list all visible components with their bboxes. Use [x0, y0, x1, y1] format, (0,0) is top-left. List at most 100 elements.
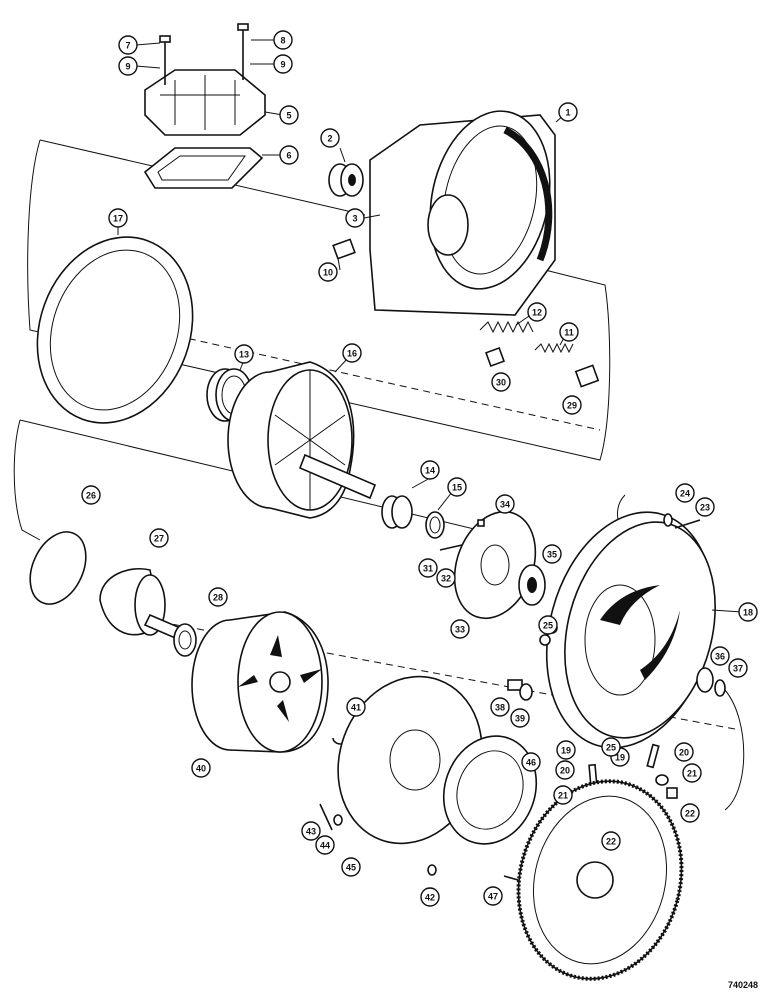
callout-42: 42 [420, 887, 440, 907]
washer-24 [663, 513, 673, 527]
gasket-17 [36, 236, 194, 424]
callout-label: 40 [196, 764, 206, 774]
callout-label: 28 [213, 593, 223, 603]
callout-17: 17 [108, 208, 128, 228]
callout-label: 35 [547, 550, 557, 560]
callout-label: 46 [526, 758, 536, 768]
callout-label: 2 [327, 134, 332, 144]
converter-housing [369, 110, 556, 316]
callout-label: 25 [543, 621, 553, 631]
callout-25: 25 [538, 615, 558, 635]
callout-19: 19 [556, 740, 576, 760]
callout-label: 29 [567, 401, 577, 411]
callout-label: 13 [239, 350, 249, 360]
callout-26: 26 [81, 485, 101, 505]
callout-7: 7 [118, 35, 138, 55]
callout-label: 1 [565, 108, 570, 118]
callout-label: 9 [125, 62, 130, 72]
callout-label: 17 [113, 214, 123, 224]
gasket-6 [143, 147, 264, 189]
callout-label: 37 [733, 664, 743, 674]
nut-22-right [666, 787, 678, 799]
bolt-47 [503, 875, 519, 881]
callout-label: 19 [615, 753, 625, 763]
callout-15: 15 [447, 477, 467, 497]
callout-label: 32 [441, 574, 451, 584]
callout-9: 9 [273, 54, 293, 74]
washer-44 [333, 814, 343, 826]
bearing-2 [328, 163, 364, 197]
callout-label: 15 [452, 483, 462, 493]
turbine-16 [227, 361, 377, 519]
ring-46 [442, 735, 538, 845]
callout-label: 24 [680, 489, 690, 499]
callout-label: 41 [351, 703, 361, 713]
bolt-8 [237, 23, 249, 80]
callout-label: 7 [125, 41, 130, 51]
callout-14: 14 [420, 460, 440, 480]
callout-label: 39 [515, 714, 525, 724]
callout-12: 12 [527, 302, 547, 322]
callout-label: 21 [687, 769, 697, 779]
callout-label: 43 [306, 827, 316, 837]
callout-10: 10 [318, 262, 338, 282]
callout-1: 1 [558, 102, 578, 122]
seal-15 [425, 511, 445, 539]
callout-label: 44 [320, 841, 330, 851]
callout-label: 45 [346, 863, 356, 873]
callout-13: 13 [234, 344, 254, 364]
callout-label: 21 [558, 791, 568, 801]
callout-29: 29 [562, 395, 582, 415]
fitting-10 [332, 238, 356, 260]
valve-cover [144, 69, 266, 136]
callout-label: 12 [532, 308, 542, 318]
bolt-7 [159, 35, 171, 85]
callout-label: 18 [743, 608, 753, 618]
callout-8: 8 [273, 30, 293, 50]
callout-label: 10 [323, 268, 333, 278]
callout-label: 23 [700, 503, 710, 513]
callout-label: 38 [495, 703, 505, 713]
callout-label: 47 [488, 892, 498, 902]
callout-44: 44 [315, 835, 335, 855]
callout-21: 21 [682, 763, 702, 783]
ring-26 [29, 531, 87, 605]
pump-40 [191, 611, 329, 753]
callout-label: 25 [606, 743, 616, 753]
callout-23: 23 [695, 497, 715, 517]
spring-12 [479, 320, 534, 334]
callout-21: 21 [553, 785, 573, 805]
callout-3: 3 [345, 208, 365, 228]
callout-label: 34 [500, 500, 510, 510]
callout-31: 31 [418, 558, 438, 578]
callout-label: 16 [347, 349, 357, 359]
plate-33 [453, 510, 537, 620]
seals-36-37 [696, 667, 726, 697]
callout-28: 28 [208, 587, 228, 607]
callout-label: 11 [564, 328, 574, 338]
callout-18: 18 [738, 602, 758, 622]
callout-20: 20 [555, 760, 575, 780]
washer-39 [519, 683, 533, 701]
callout-22: 22 [601, 831, 621, 851]
callout-label: 26 [86, 491, 96, 501]
stud-20-right [646, 743, 660, 769]
figure-number: 740248 [727, 980, 758, 990]
callout-label: 9 [280, 60, 285, 70]
callout-41: 41 [346, 697, 366, 717]
callout-label: 5 [286, 111, 291, 121]
plug-29 [574, 364, 600, 388]
callout-27: 27 [149, 528, 169, 548]
callout-34: 34 [495, 494, 515, 514]
callout-46: 46 [521, 752, 541, 772]
callout-label: 22 [685, 809, 695, 819]
callout-39: 39 [510, 708, 530, 728]
callout-16: 16 [342, 343, 362, 363]
nut-21-right [655, 774, 669, 786]
callout-11: 11 [559, 322, 579, 342]
callout-9: 9 [118, 56, 138, 76]
callout-45: 45 [341, 857, 361, 877]
callout-22: 22 [680, 803, 700, 823]
callout-label: 30 [496, 378, 506, 388]
